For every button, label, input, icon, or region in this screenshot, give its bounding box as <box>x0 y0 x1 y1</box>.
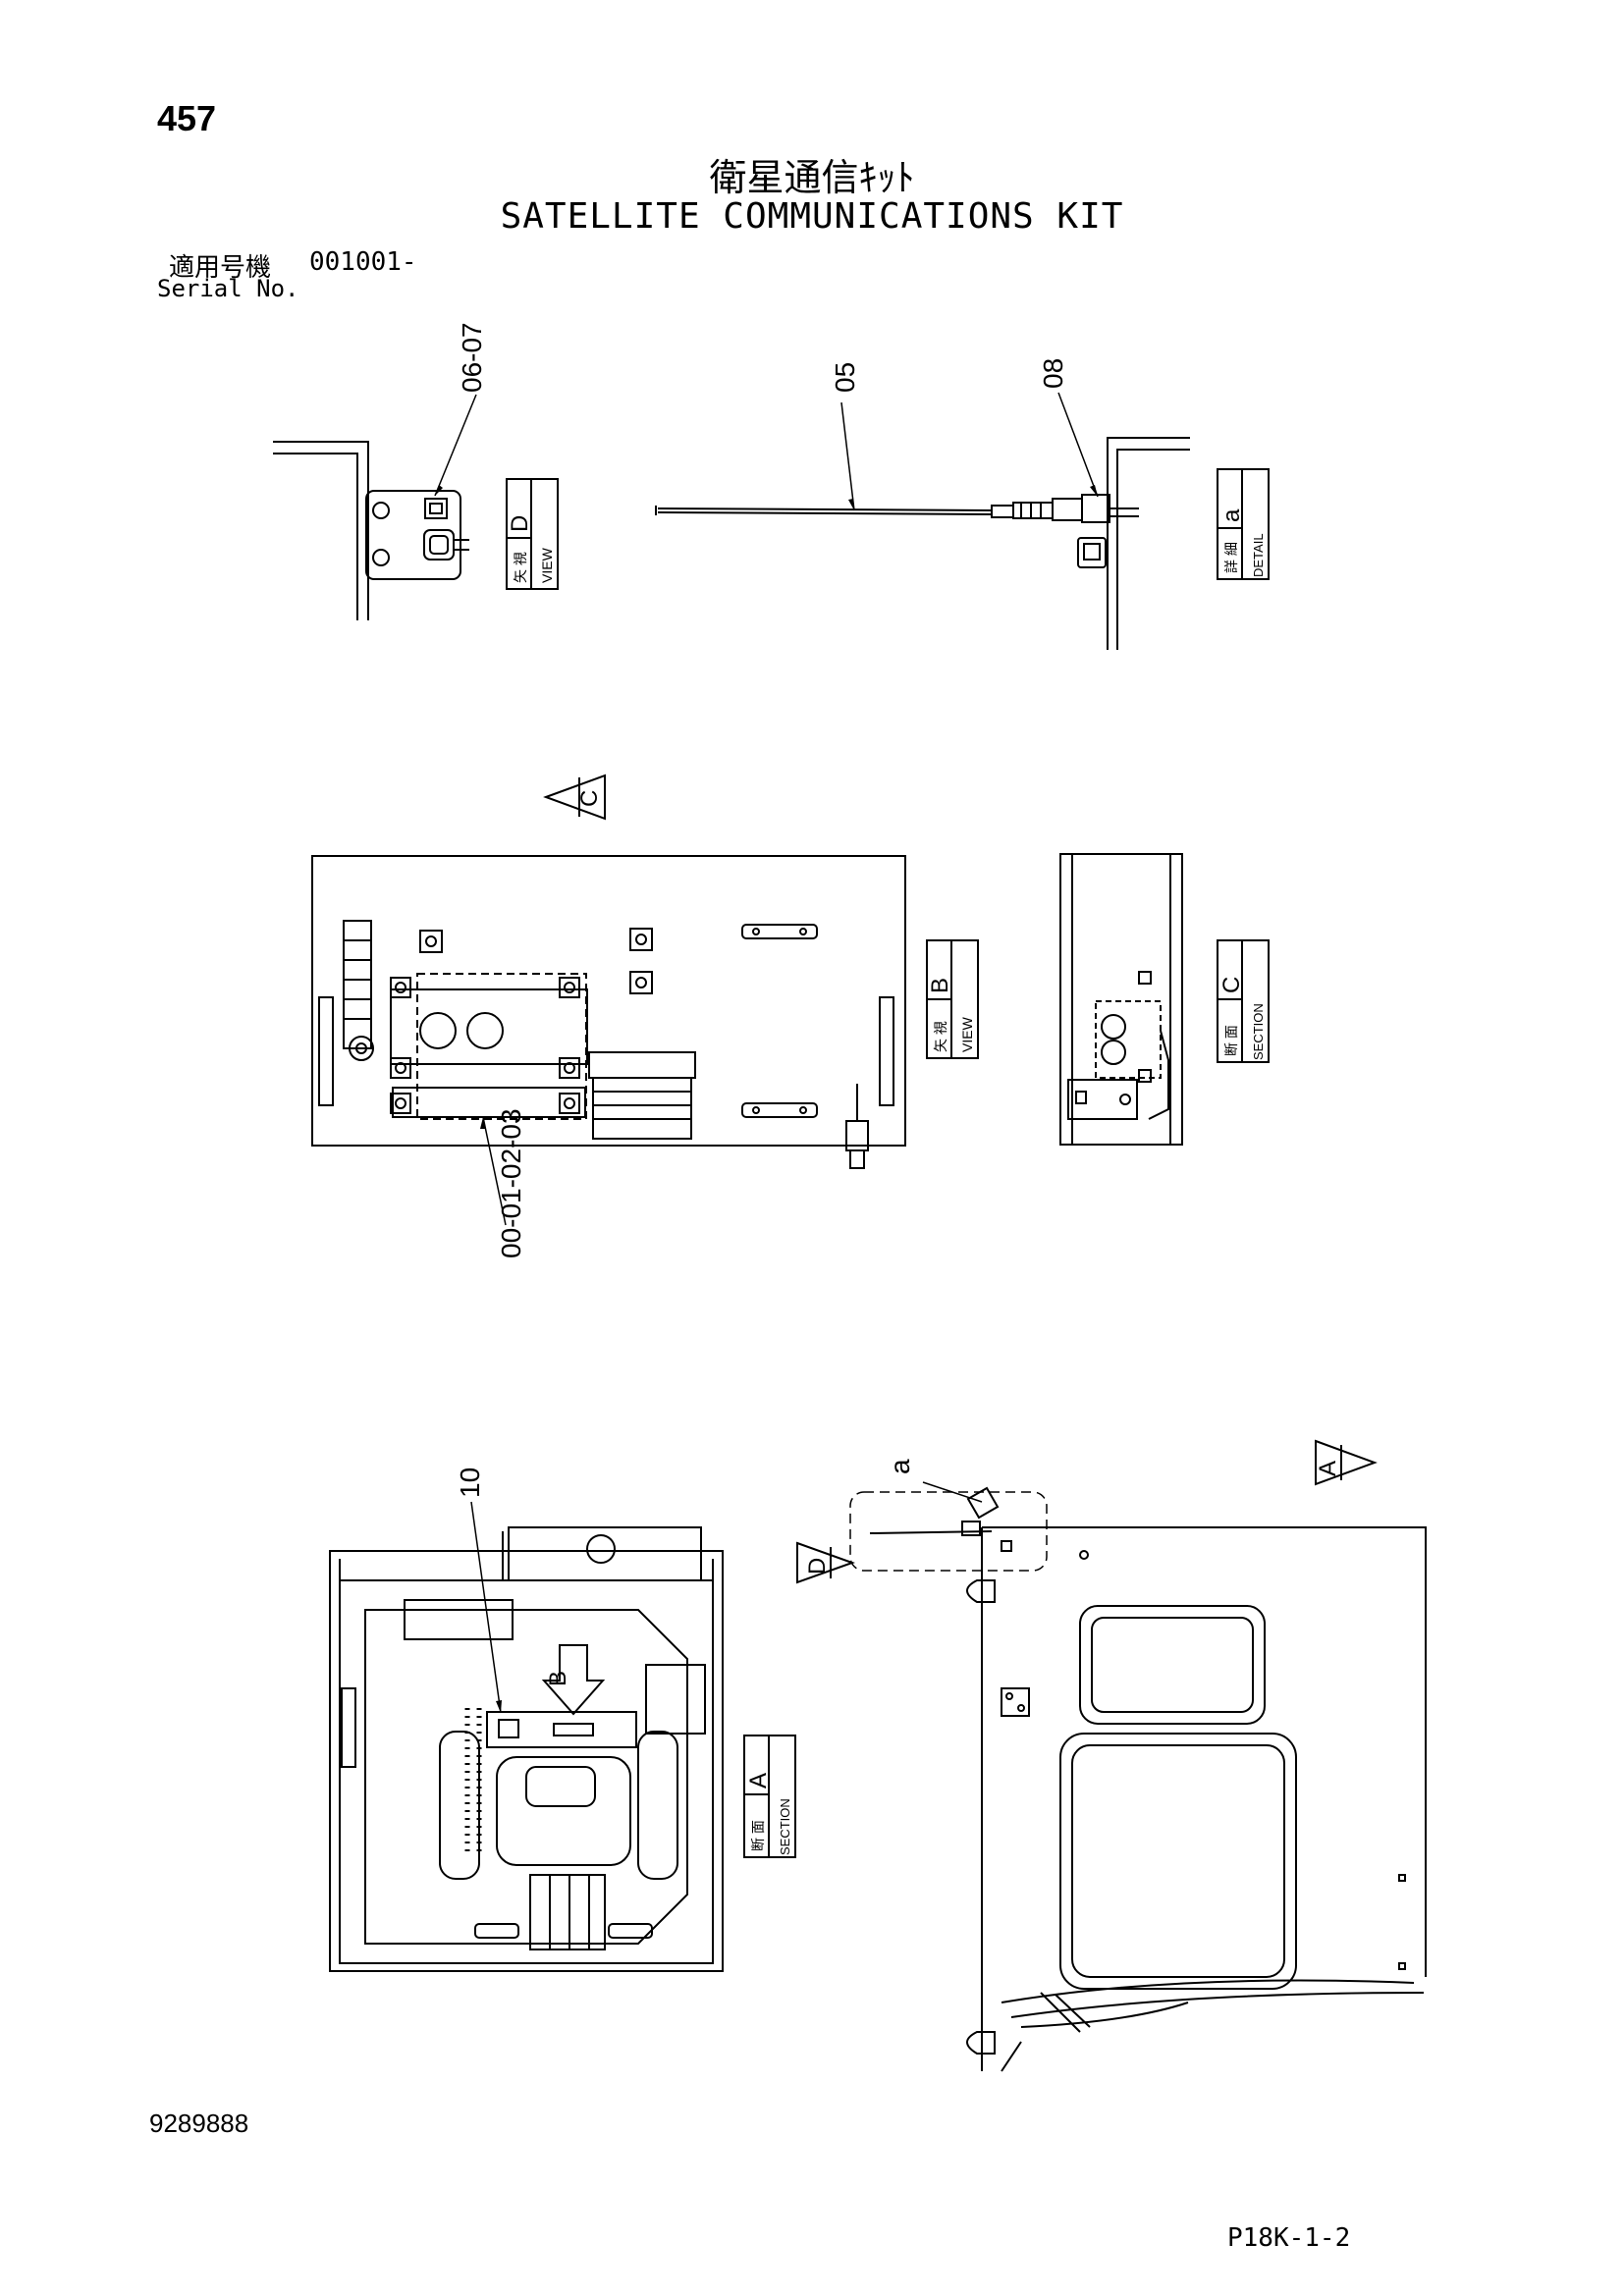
document-number: 9289888 <box>149 2109 249 2138</box>
label-view-b: 矢 視 VIEW B <box>926 939 979 1059</box>
svg-text:05: 05 <box>830 362 860 393</box>
callout-a: a <box>885 1459 915 1474</box>
section-arrow-a: A <box>1315 1439 1378 1486</box>
svg-text:VIEW: VIEW <box>959 1016 975 1052</box>
view-d-drawing <box>273 394 477 620</box>
section-arrow-c: C <box>543 774 606 821</box>
cab-plan-drawing <box>329 1501 724 1972</box>
svg-text:a: a <box>1218 508 1245 522</box>
callout-00-03: 00-01-02-03 <box>496 1108 526 1258</box>
svg-text:a: a <box>885 1459 915 1474</box>
callout-06-07: 06-07 <box>457 322 487 393</box>
svg-text:00-01-02-03: 00-01-02-03 <box>496 1108 526 1258</box>
svg-text:D: D <box>804 1558 831 1575</box>
svg-text:A: A <box>1315 1461 1341 1476</box>
callout-10: 10 <box>455 1468 485 1498</box>
serial-label-english: Serial No. <box>157 275 299 302</box>
view-b-drawing <box>311 855 906 1226</box>
page-number: 457 <box>157 98 217 138</box>
serial-label-japanese: 適用号機 <box>169 253 272 283</box>
cab-side-drawing <box>849 1481 1427 2072</box>
callout-08: 08 <box>1038 358 1068 389</box>
section-c-drawing <box>1059 853 1183 1146</box>
svg-text:A: A <box>745 1773 772 1789</box>
callout-05: 05 <box>830 362 860 393</box>
title-english: SATELLITE COMMUNICATIONS KIT <box>500 196 1124 237</box>
label-detail-a: 詳 細 DETAIL a <box>1217 468 1270 580</box>
svg-text:VIEW: VIEW <box>539 547 555 583</box>
svg-text:SECTION: SECTION <box>1251 1003 1266 1060</box>
svg-text:矢 視: 矢 視 <box>513 552 528 583</box>
label-section-a: 断 面 SECTION A <box>743 1735 796 1858</box>
svg-text:矢 視: 矢 視 <box>933 1021 948 1052</box>
svg-text:B: B <box>927 978 953 993</box>
svg-text:詳 細: 詳 細 <box>1223 542 1239 573</box>
svg-text:DETAIL: DETAIL <box>1251 533 1266 577</box>
detail-a-drawing <box>655 392 1190 650</box>
label-section-c: 断 面 SECTION C <box>1217 939 1270 1063</box>
page-reference: P18K-1-2 <box>1227 2223 1351 2253</box>
svg-text:C: C <box>1218 977 1245 993</box>
svg-text:断 面: 断 面 <box>1223 1025 1239 1056</box>
section-arrow-b: B <box>541 1644 606 1716</box>
svg-text:06-07: 06-07 <box>457 322 487 393</box>
title-japanese: 衛星通信ｷｯﾄ <box>709 156 915 199</box>
svg-text:10: 10 <box>455 1468 485 1498</box>
svg-text:B: B <box>545 1671 571 1686</box>
svg-text:断 面: 断 面 <box>750 1820 766 1851</box>
svg-text:D: D <box>507 515 533 532</box>
svg-text:08: 08 <box>1038 358 1068 389</box>
section-arrow-d: D <box>796 1541 855 1584</box>
svg-text:SECTION: SECTION <box>778 1798 792 1855</box>
svg-text:C: C <box>576 790 603 807</box>
label-view-d: 矢 視 VIEW D <box>506 478 559 590</box>
serial-value: 001001- <box>309 247 417 277</box>
